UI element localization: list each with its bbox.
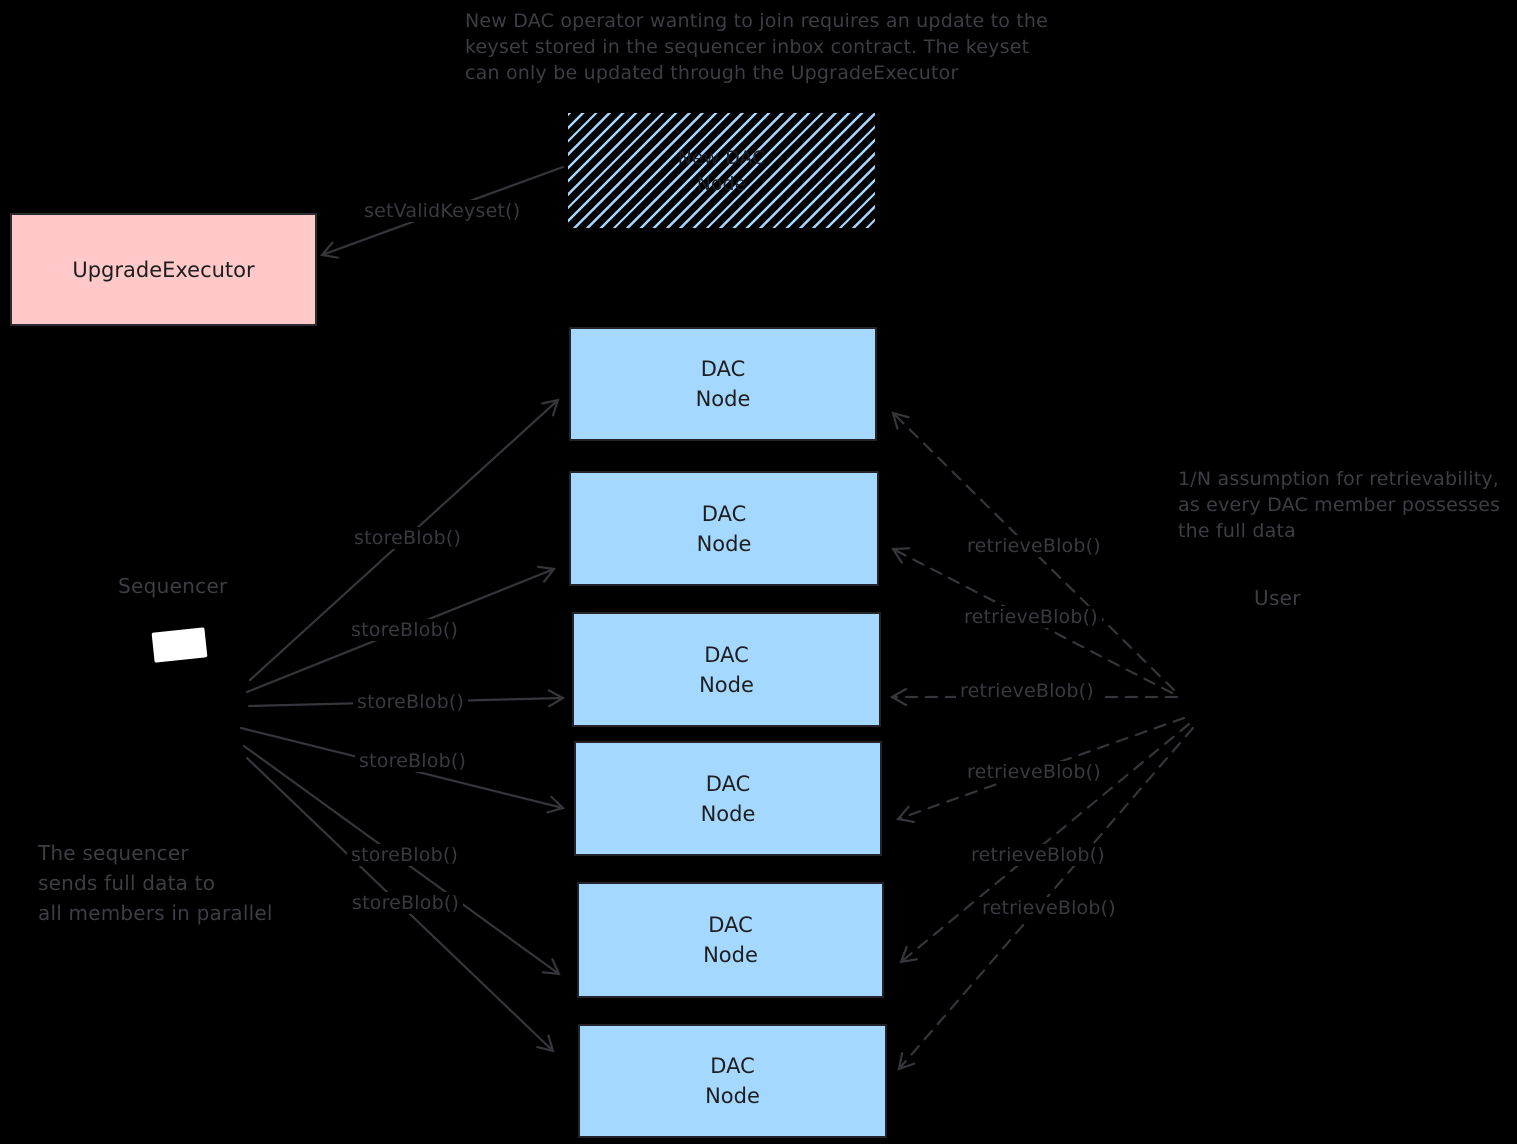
dac-node-box-6: DAC Node — [578, 1024, 887, 1138]
user-label: User — [1254, 586, 1301, 610]
set-valid-keyset-label: setValidKeyset() — [360, 200, 525, 222]
store-blob-label-2: storeBlob() — [347, 619, 463, 641]
dac-node-box-3: DAC Node — [572, 612, 881, 727]
retrieve-blob-label-2: retrieveBlob() — [960, 606, 1102, 628]
dac-node-box-5: DAC Node — [577, 882, 884, 998]
note-sequencer-parallel: The sequencer sends full data to all mem… — [38, 841, 273, 925]
store-blob-label-6: storeBlob() — [348, 892, 464, 914]
note-keyset-update: New DAC operator wanting to join require… — [465, 10, 1049, 84]
sequencer-laptop-screen-icon — [151, 627, 208, 663]
store-blob-label-5: storeBlob() — [347, 844, 463, 866]
dac-node-box-1: DAC Node — [569, 327, 877, 441]
retrieve-blob-arrow-5 — [901, 722, 1191, 962]
new-dac-node-box: New DAC Node — [568, 113, 875, 228]
note-retrievability: 1/N assumption for retrievability, as ev… — [1178, 468, 1501, 542]
retrieve-blob-label-4: retrieveBlob() — [963, 761, 1105, 783]
dac-node-box-2: DAC Node — [569, 471, 879, 586]
retrieve-blob-arrow-1 — [893, 413, 1176, 692]
dac-node-box-4: DAC Node — [574, 741, 882, 856]
retrieve-blob-arrow-2 — [893, 549, 1174, 695]
sequencer-label: Sequencer — [118, 574, 228, 598]
store-blob-label-1: storeBlob() — [350, 527, 466, 549]
store-blob-label-4: storeBlob() — [355, 750, 471, 772]
retrieve-blob-label-3: retrieveBlob() — [956, 680, 1098, 702]
store-blob-label-3: storeBlob() — [353, 691, 469, 713]
upgrade-executor-box: UpgradeExecutor — [10, 213, 317, 326]
retrieve-blob-label-6: retrieveBlob() — [978, 897, 1120, 919]
retrieve-blob-label-1: retrieveBlob() — [963, 535, 1105, 557]
retrieve-blob-label-5: retrieveBlob() — [967, 844, 1109, 866]
